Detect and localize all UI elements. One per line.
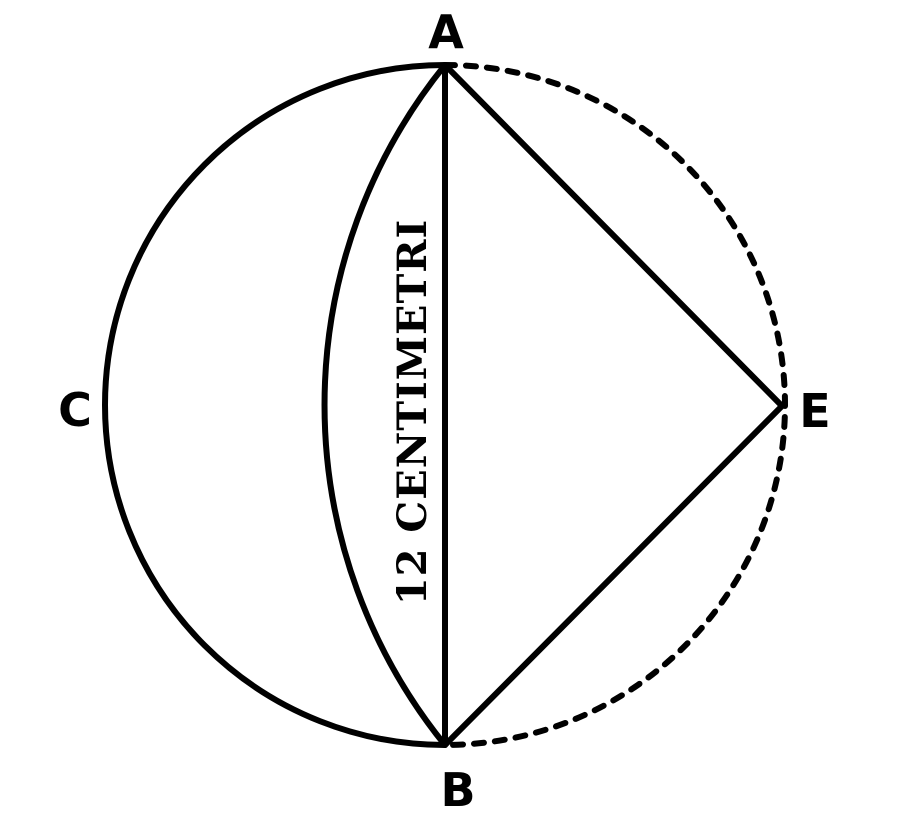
point-label-b: B [440,763,475,817]
measurement-label: 12 CENTIMETRI [389,219,436,605]
point-label-c: C [58,383,92,437]
point-label-e: E [799,384,830,438]
semicircle-arc-c [102,62,448,748]
inner-arc [321,62,448,748]
point-label-a: A [428,5,464,59]
dashed-semicircle-arc-e [442,62,788,748]
segment-ae [442,62,785,409]
segment-eb [442,403,785,748]
